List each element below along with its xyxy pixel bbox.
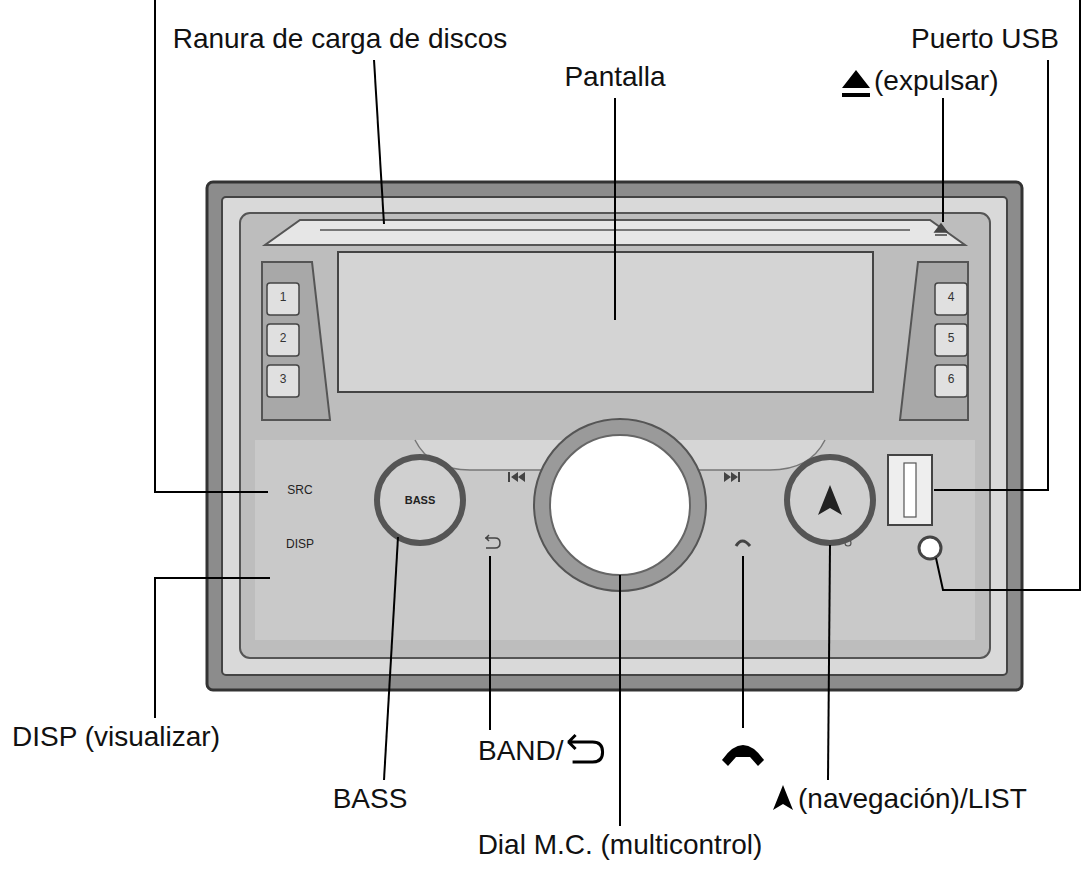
preset-number: 2 xyxy=(280,332,287,345)
eject-symbol xyxy=(935,224,947,235)
aux-jack xyxy=(919,537,941,559)
nav-arrow-icon xyxy=(818,485,842,515)
preset-number: 4 xyxy=(948,291,955,304)
usb-slot xyxy=(904,463,916,517)
part-label: BASS xyxy=(333,784,408,815)
track-icons xyxy=(508,472,740,482)
part-label: (navegación)/LIST xyxy=(798,784,1027,815)
part-label: Ranura de carga de discos xyxy=(173,24,508,55)
leader-lines xyxy=(155,0,1080,826)
display xyxy=(338,252,873,392)
eject-label-icon xyxy=(842,70,870,97)
part-label: Puerto USB xyxy=(911,24,1059,55)
part-label: DISP (visualizar) xyxy=(12,722,220,753)
nav-label-icon xyxy=(773,785,793,810)
back-icon xyxy=(485,535,500,548)
part-label: Pantalla xyxy=(564,62,665,93)
dial-outer xyxy=(534,419,706,591)
bass-knob xyxy=(377,457,463,543)
mic-hole xyxy=(845,540,851,546)
dial-multicontrol xyxy=(550,435,690,575)
panel-text: SRC xyxy=(287,484,312,497)
phone-icon xyxy=(736,541,750,546)
preset-number: 3 xyxy=(280,373,287,386)
phone-label-icon xyxy=(722,745,764,766)
part-label: BAND/ xyxy=(478,736,564,767)
usb-port xyxy=(888,455,932,525)
right-preset-bezel xyxy=(900,262,968,420)
panel-text: BASS xyxy=(405,494,436,506)
part-label: (expulsar) xyxy=(874,66,998,97)
panel-text: DISP xyxy=(286,538,314,551)
nav-knob xyxy=(787,457,873,543)
left-preset-bezel xyxy=(262,262,330,420)
part-label: Dial M.C. (multicontrol) xyxy=(478,830,763,861)
preset-number: 1 xyxy=(280,291,287,304)
preset-number: 5 xyxy=(948,332,955,345)
preset-number: 6 xyxy=(948,373,955,386)
preset-buttons xyxy=(267,283,967,397)
back-label-icon xyxy=(568,735,603,762)
